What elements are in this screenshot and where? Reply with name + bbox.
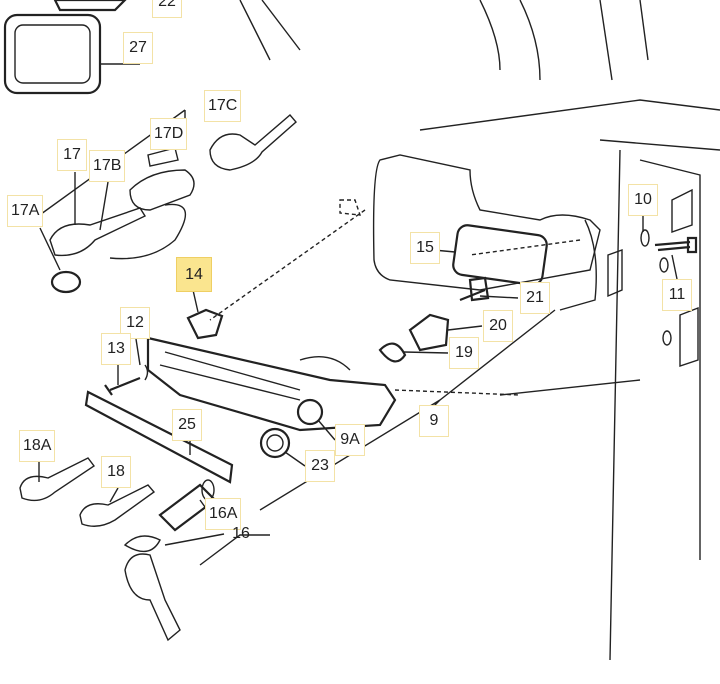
door-edge bbox=[419, 99, 720, 661]
callout-16[interactable]: 16 bbox=[232, 525, 250, 542]
callout-11[interactable]: 11 bbox=[662, 279, 692, 311]
part-17a-cap bbox=[50, 270, 82, 294]
part-21-screw bbox=[459, 276, 490, 302]
callout-10[interactable]: 10 bbox=[628, 184, 658, 216]
callout-9a[interactable]: 9A bbox=[335, 424, 365, 456]
callout-15[interactable]: 15 bbox=[410, 232, 440, 264]
callout-19[interactable]: 19 bbox=[449, 337, 479, 369]
part-14-gasket bbox=[186, 308, 224, 340]
callout-16a[interactable]: 16A bbox=[205, 498, 242, 530]
part-17-key bbox=[49, 207, 147, 257]
callout-14-highlighted[interactable]: 14 bbox=[176, 257, 212, 292]
part-17d-badge bbox=[147, 147, 179, 167]
part-16-key bbox=[124, 553, 181, 642]
callout-17[interactable]: 17 bbox=[57, 139, 87, 171]
callout-25[interactable]: 25 bbox=[172, 409, 202, 441]
part-19-spring bbox=[378, 342, 407, 363]
callout-17d[interactable]: 17D bbox=[150, 118, 188, 150]
part-18-key bbox=[79, 484, 156, 527]
part-9-handle bbox=[146, 336, 397, 432]
part-18a-key bbox=[19, 457, 96, 502]
callout-17b[interactable]: 17B bbox=[89, 150, 126, 182]
callout-21[interactable]: 21 bbox=[520, 282, 550, 314]
part-23-grommet bbox=[259, 427, 291, 459]
callout-23[interactable]: 23 bbox=[305, 450, 335, 482]
part-17c-key bbox=[209, 114, 297, 171]
part-15-gasket bbox=[452, 224, 548, 286]
part-11-screw bbox=[654, 236, 698, 254]
callout-18[interactable]: 18 bbox=[101, 456, 131, 488]
door-panel-outline bbox=[372, 154, 601, 291]
callout-17c[interactable]: 17C bbox=[204, 90, 242, 122]
callout-13[interactable]: 13 bbox=[101, 333, 131, 365]
callout-17a[interactable]: 17A bbox=[7, 195, 44, 227]
part-27-gasket bbox=[3, 13, 102, 95]
part-20-cam bbox=[408, 313, 450, 352]
callout-20[interactable]: 20 bbox=[483, 310, 513, 342]
callout-27[interactable]: 27 bbox=[123, 32, 153, 64]
callout-18a[interactable]: 18A bbox=[19, 430, 56, 462]
callout-9[interactable]: 9 bbox=[419, 405, 449, 437]
part-13-screw bbox=[104, 376, 141, 396]
callout-22[interactable]: 22 bbox=[152, 0, 182, 18]
door-ridge bbox=[499, 219, 641, 396]
